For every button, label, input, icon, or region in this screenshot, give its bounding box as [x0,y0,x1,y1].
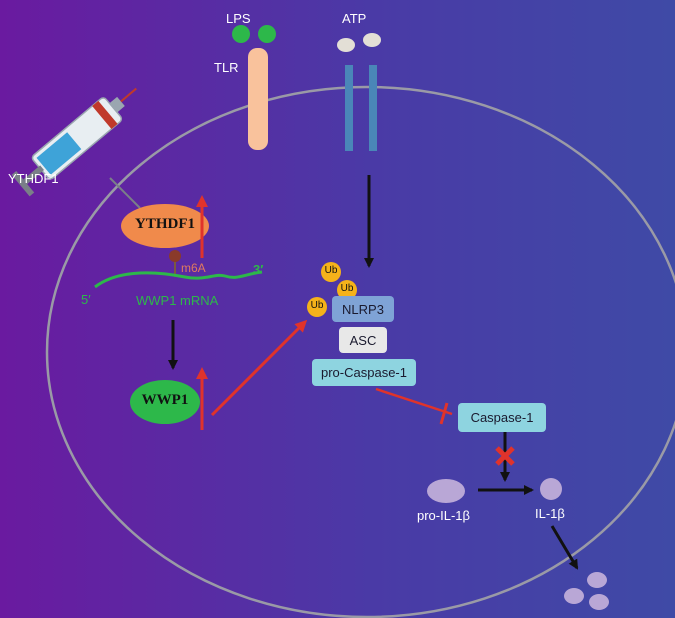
ub-circle [321,262,341,282]
injection-line [109,177,141,209]
ub-circle [307,297,327,317]
pro-caspase-box: pro-Caspase-1 [312,359,416,386]
three-prime-label: 3′ [253,262,264,277]
inhibition-bar [439,402,449,425]
ub-label: Ub [324,265,338,276]
nlrp3-box: NLRP3 [332,296,394,322]
blocked-x-icon [495,446,515,466]
m6a-mark [169,250,181,262]
pro-il1b-particle [427,479,465,503]
secreted-il1b [564,588,584,604]
m6a-label: m6A [181,261,206,275]
ub-label: Ub [340,283,354,294]
wwp1-mrna-strand [94,270,263,289]
lps-molecule [258,25,276,43]
ub-label: Ub [310,300,324,311]
atp-molecule [363,33,381,47]
atp-channel-left [345,65,353,151]
caspase-box: Caspase-1 [458,403,546,432]
ythdf1-node-label: YTHDF1 [135,216,195,232]
secreted-il1b [589,594,609,610]
asc-box: ASC [339,327,387,353]
ythdf1-node [121,204,209,248]
tlr-label: TLR [214,60,239,75]
five-prime-label: 5′ [81,292,91,307]
wwp1-node [130,380,200,424]
lps-molecule [232,25,250,43]
tlr-receptor [248,48,268,150]
atp-label: ATP [342,11,367,26]
wwp1-node-label: WWP1 [141,392,189,408]
ubiquitination-arrow [210,319,308,417]
pro-il1b-label: pro-IL-1β [417,508,470,523]
secretion-arrow [550,525,579,570]
il1b-label: IL-1β [535,506,565,521]
cell-membrane [45,85,675,618]
lps-label: LPS [226,11,251,26]
atp-molecule [337,38,355,52]
ub-circle [337,280,357,300]
ythdf1-injection-label: YTHDF1 [8,171,59,186]
syringe-icon [11,87,137,197]
inhibition-line [375,387,453,416]
secreted-il1b [587,572,607,588]
il1b-particle [540,478,562,500]
atp-channel-right [369,65,377,151]
wwp1-mrna-label: WWP1 mRNA [136,293,219,308]
